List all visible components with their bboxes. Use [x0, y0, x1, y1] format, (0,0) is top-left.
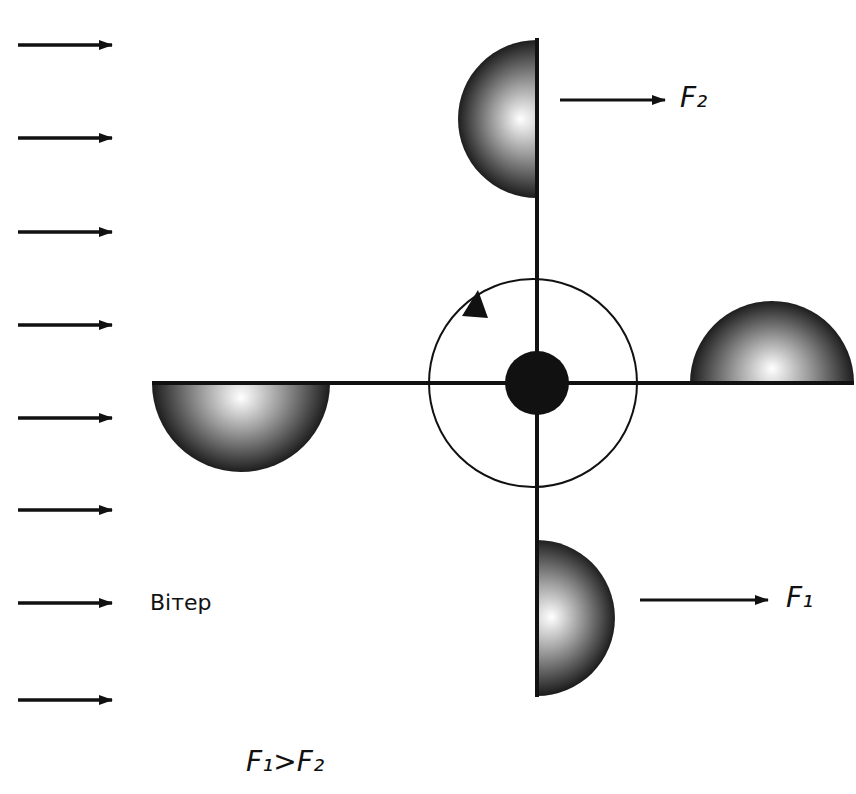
rotation-arrowhead: [462, 290, 488, 318]
cup: [690, 301, 854, 383]
comparison-label: F₁>F₂: [246, 748, 324, 776]
force-label: F₂: [680, 84, 707, 112]
hub: [505, 351, 569, 415]
force-arrow: [640, 599, 768, 602]
force-label: F₁: [786, 584, 813, 612]
cup: [458, 40, 537, 198]
wind-arrows: [18, 45, 112, 700]
arm: [152, 381, 854, 385]
wind-label: Вітер: [150, 592, 212, 614]
force-arrow: [560, 99, 665, 102]
cup: [537, 540, 615, 696]
rotation-circle: [429, 279, 637, 487]
cup: [152, 383, 330, 472]
